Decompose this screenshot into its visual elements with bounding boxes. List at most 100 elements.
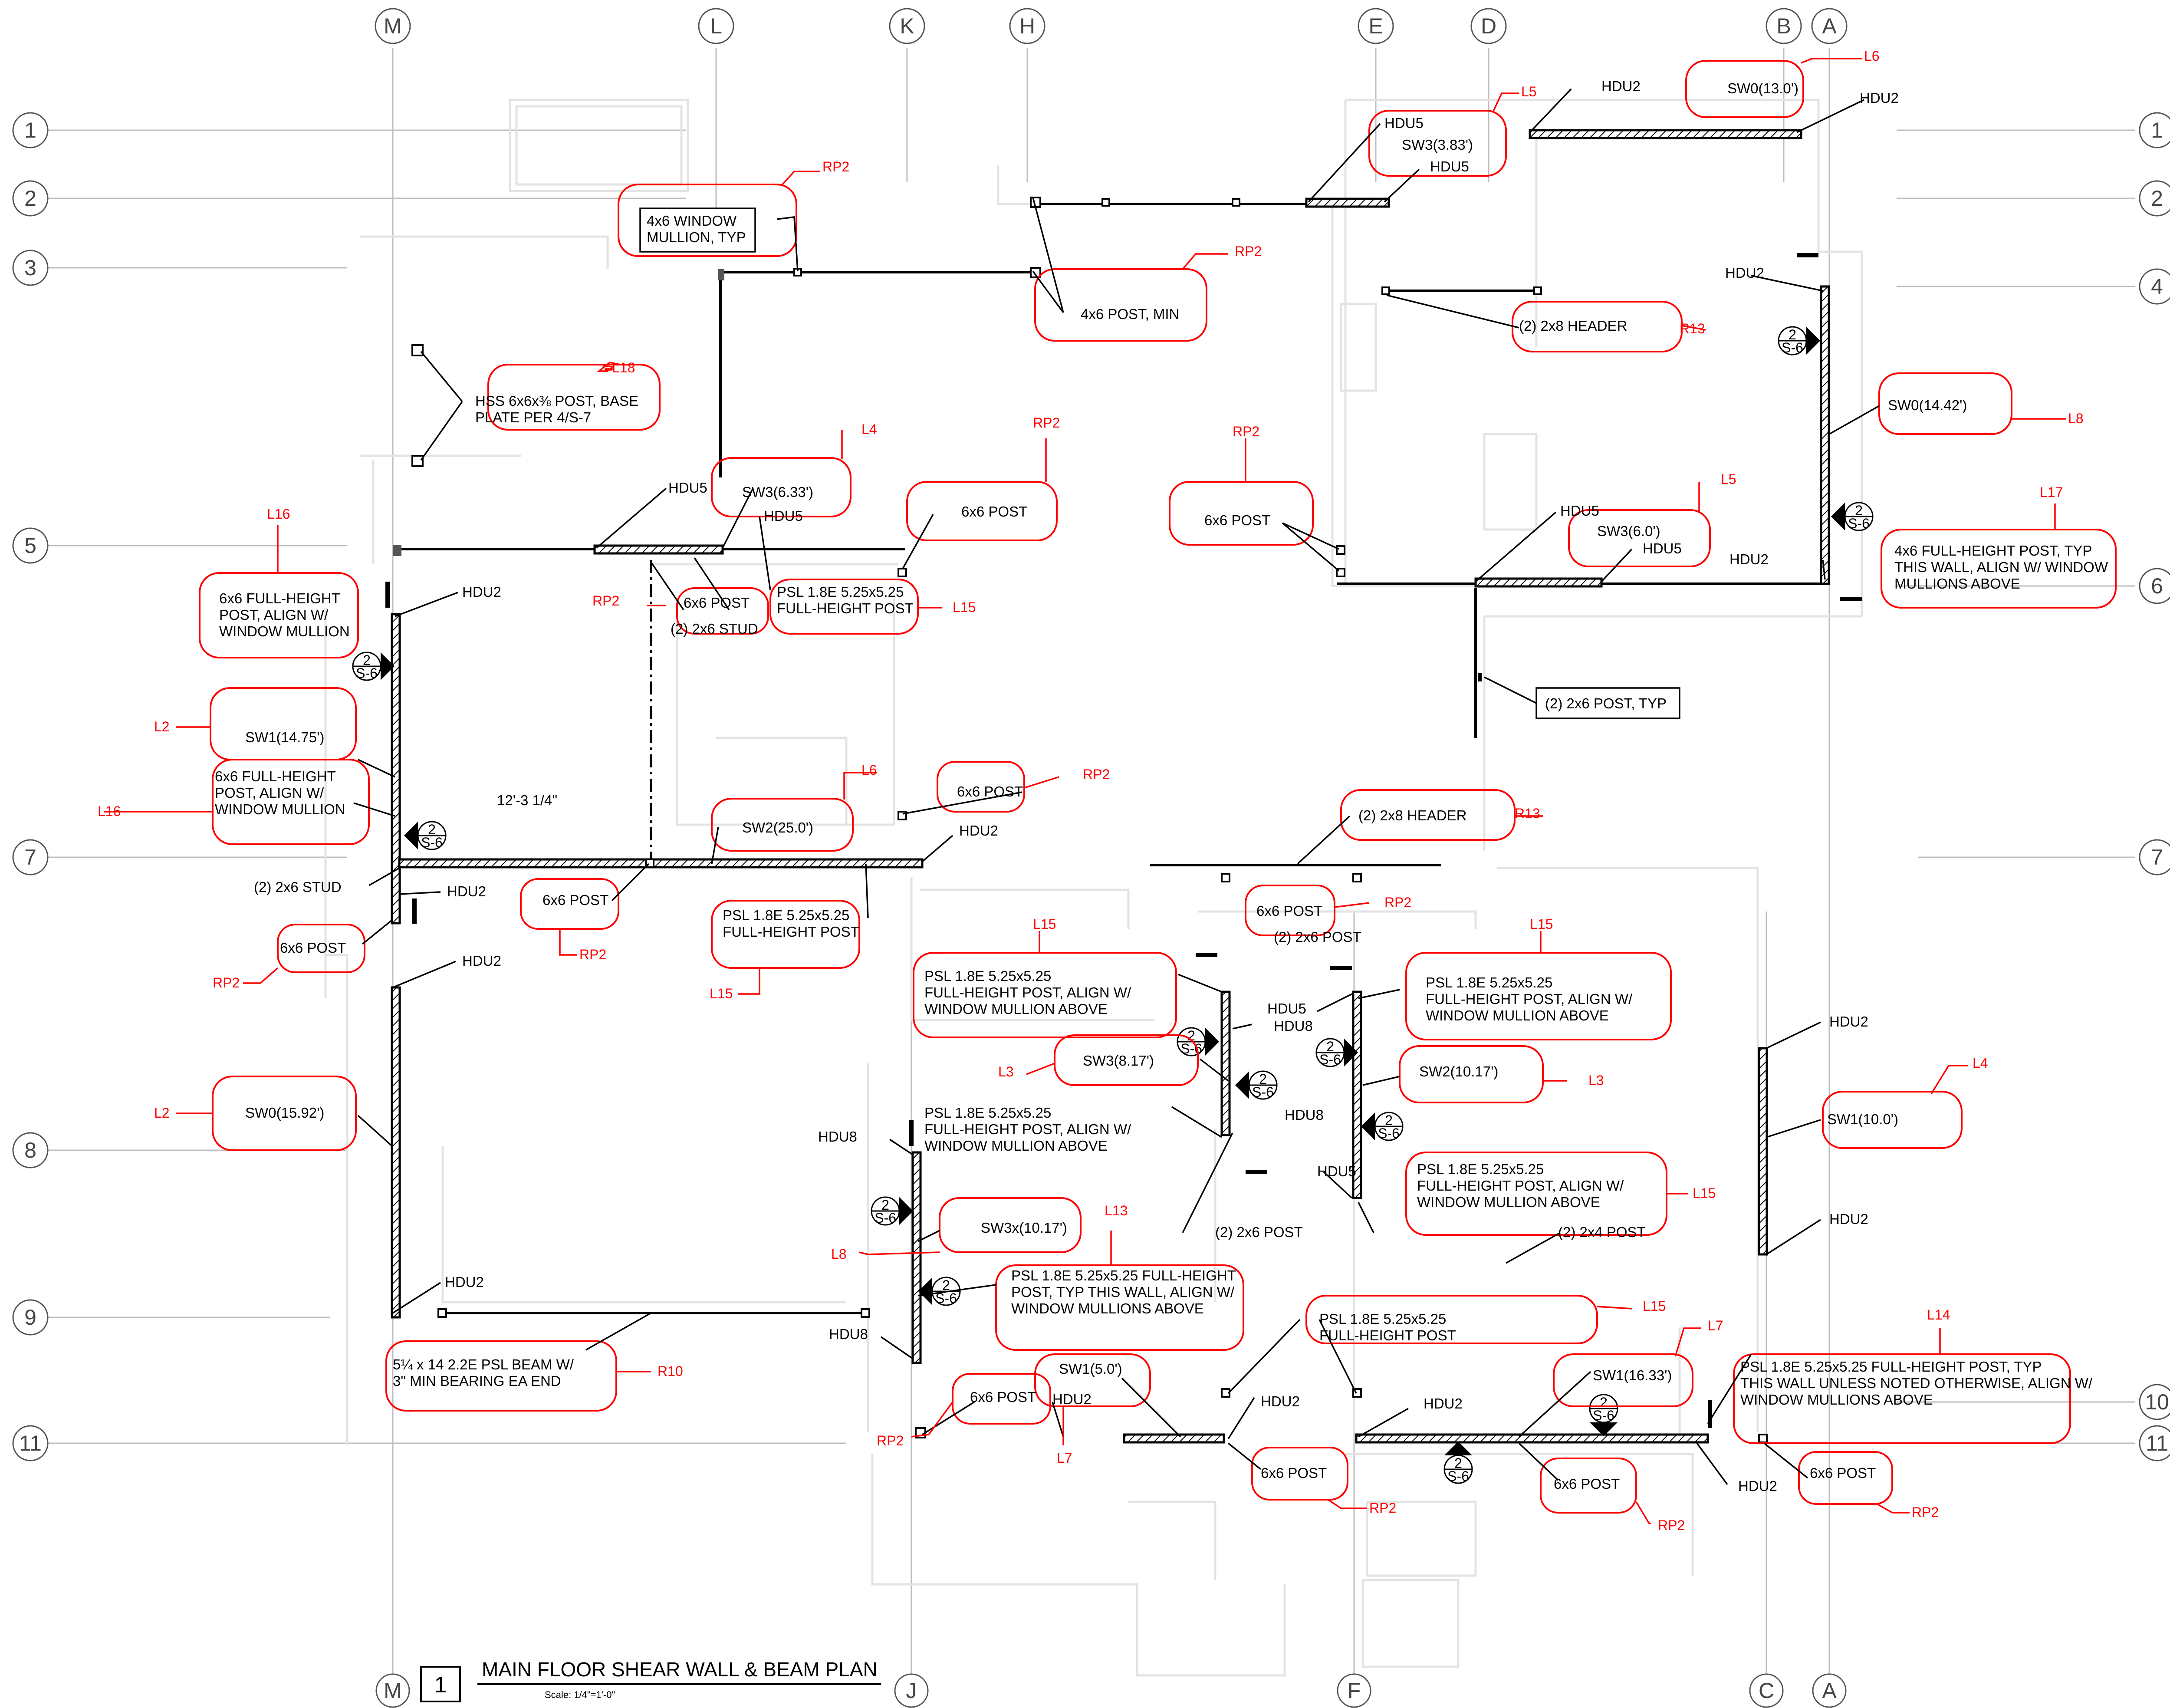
label-hdu5: HDU5: [1430, 158, 1469, 174]
label-6x6-post: 6x6 POST: [684, 595, 750, 611]
label-hdu2: HDU2: [1829, 1211, 1868, 1227]
revision-cloud: [711, 457, 852, 517]
section-mark: 2 S-6: [1589, 1394, 1618, 1436]
label-hdu8: HDU8: [829, 1326, 868, 1342]
grid-bubble-col-b: B: [1766, 8, 1802, 44]
label-2x6-stud: (2) 2x6 STUD: [671, 621, 758, 637]
svg-text:10: 10: [2145, 1390, 2169, 1414]
revision-tag-r10: R10: [658, 1363, 683, 1379]
label-hdu2: HDU2: [445, 1274, 484, 1290]
section-mark: 2 S-6: [918, 1277, 961, 1306]
note-leaders: [353, 88, 1880, 1485]
label-hdu2: HDU2: [1738, 1478, 1777, 1494]
shear-wall-sw3x-1017: [911, 1151, 922, 1364]
section-mark: 2 S-6: [1778, 326, 1820, 355]
shear-wall-sw3-383: [1305, 197, 1390, 208]
revision-tag-l16: L16: [98, 803, 121, 819]
label-hdu5: HDU5: [1384, 115, 1424, 131]
label-hdu2: HDU2: [1601, 78, 1641, 94]
label-hdu5: HDU5: [1267, 1000, 1306, 1017]
label-sw3-817: SW3(8.17'): [1083, 1053, 1154, 1069]
revision-cloud: [1553, 1353, 1693, 1407]
revision-tag-rp2: RP2: [1083, 767, 1110, 782]
revision-tag-l15: L15: [710, 986, 733, 1001]
svg-text:5: 5: [24, 533, 36, 558]
revision-cloud: [1685, 60, 1804, 118]
svg-text:S-6: S-6: [1848, 516, 1870, 531]
revision-cloud: [212, 759, 370, 845]
label-hdu2: HDU2: [462, 953, 501, 969]
svg-text:S-6: S-6: [1378, 1126, 1400, 1141]
label-2x4-post: (2) 2x4 POST: [1558, 1224, 1646, 1240]
background-walls: [324, 99, 1863, 1677]
grid-bubble-row-9: 9: [12, 1299, 49, 1336]
revision-cloud: [1054, 1034, 1199, 1086]
svg-text:S-6: S-6: [1593, 1408, 1614, 1423]
revision-cloud: [1568, 509, 1711, 567]
grid-bubble-col-d: D: [1470, 8, 1507, 44]
revision-tag-rp2: RP2: [1912, 1504, 1939, 1520]
revision-cloud: [995, 1264, 1244, 1351]
section-mark: 2 S-6: [1177, 1027, 1219, 1056]
revision-cloud: [210, 687, 357, 760]
grid-bubble-row-2-left: 2: [12, 180, 49, 217]
label-hdu2: HDU2: [1860, 90, 1899, 106]
revision-tag-l14: L14: [1927, 1307, 1950, 1323]
revision-cloud: [769, 579, 919, 635]
revision-cloud: [385, 1340, 617, 1412]
revision-cloud: [1881, 529, 2117, 609]
shear-wall-sw1-1633: [1355, 1433, 1709, 1444]
label-hdu8: HDU8: [1285, 1107, 1324, 1123]
revision-tag-rp2: RP2: [1233, 424, 1259, 439]
svg-text:C: C: [1759, 1678, 1774, 1703]
svg-text:2: 2: [942, 1277, 950, 1293]
grid-bubble-col-h: H: [1009, 8, 1046, 44]
svg-text:D: D: [1481, 14, 1496, 38]
grid-bubble-row-11-left: 11: [12, 1425, 49, 1461]
label-hdu5: HDU5: [668, 480, 707, 496]
revision-cloud: [711, 798, 854, 852]
label-hdu2: HDU2: [1729, 551, 1769, 567]
revision-cloud: [277, 924, 365, 973]
grid-bubble-row-1-right: 1: [2139, 112, 2170, 148]
svg-text:2: 2: [1789, 327, 1796, 342]
revision-tag-rp2: RP2: [1658, 1517, 1685, 1533]
revision-cloud: [1305, 1295, 1598, 1344]
revision-tag-l3: L3: [1588, 1073, 1604, 1088]
label-sw1-100: SW1(10.0'): [1827, 1111, 1898, 1127]
svg-text:H: H: [1019, 14, 1035, 38]
revision-tag-l3: L3: [998, 1064, 1014, 1079]
svg-text:2: 2: [1855, 503, 1863, 518]
svg-text:2: 2: [1454, 1455, 1462, 1471]
svg-text:7: 7: [2151, 845, 2163, 869]
label-sw2-1017: SW2(10.17'): [1419, 1063, 1498, 1079]
revision-cloud: [939, 1197, 1082, 1253]
svg-text:11: 11: [19, 1431, 42, 1455]
label-6x6-post: 6x6 POST: [970, 1389, 1036, 1405]
revision-cloud: [1878, 372, 2012, 435]
revision-tag-l7: L7: [1057, 1450, 1072, 1466]
svg-text:2: 2: [428, 822, 436, 837]
grid-bubble-col-e: E: [1358, 8, 1394, 44]
revision-tag-l2: L2: [154, 1105, 170, 1121]
svg-text:2: 2: [363, 652, 371, 668]
svg-text:S-6: S-6: [1319, 1052, 1341, 1067]
revision-tag-l15: L15: [1033, 916, 1056, 932]
svg-text:K: K: [900, 14, 914, 38]
revision-tag-l7: L7: [1708, 1318, 1723, 1333]
label-6x6-post: 6x6 POST: [1261, 1465, 1327, 1481]
shear-wall-sw2-250: [398, 858, 924, 869]
grid-bubble-col-a-top: A: [1811, 8, 1848, 44]
shear-wall-sw3-633: [593, 544, 724, 555]
detail-number: 1: [434, 1672, 447, 1698]
label-hdu2: HDU2: [1424, 1395, 1463, 1412]
label-6x6-post: 6x6 POST: [1256, 903, 1322, 919]
